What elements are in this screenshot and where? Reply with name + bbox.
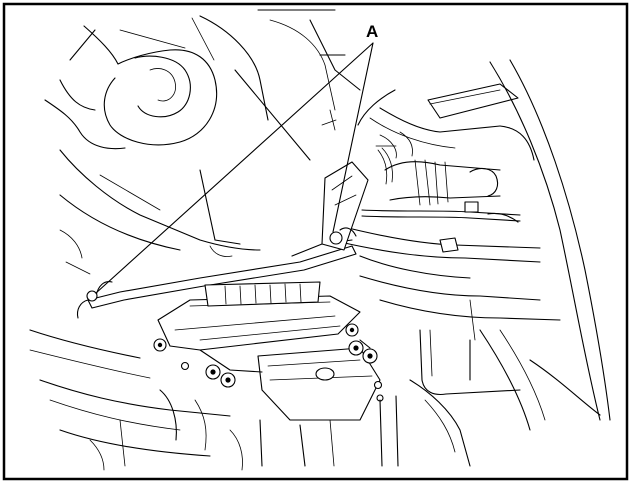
steering-gear-and-cable bbox=[361, 131, 521, 223]
mounting-fasteners bbox=[153, 323, 384, 402]
nut bbox=[153, 338, 167, 352]
leader-line bbox=[332, 42, 374, 233]
nut bbox=[180, 361, 190, 371]
lower-underbody bbox=[29, 329, 601, 471]
callout-label-a: A bbox=[366, 22, 379, 41]
nut bbox=[345, 323, 359, 337]
leader-line bbox=[95, 42, 374, 294]
background-body-panels bbox=[44, 9, 611, 421]
callout-leader-lines bbox=[95, 42, 374, 294]
crossmember bbox=[339, 225, 561, 396]
nut bbox=[373, 380, 383, 390]
transmission-support-bracket bbox=[76, 161, 381, 421]
nut bbox=[205, 364, 221, 380]
nut bbox=[348, 340, 364, 356]
nut bbox=[362, 348, 378, 364]
nut bbox=[220, 372, 236, 388]
